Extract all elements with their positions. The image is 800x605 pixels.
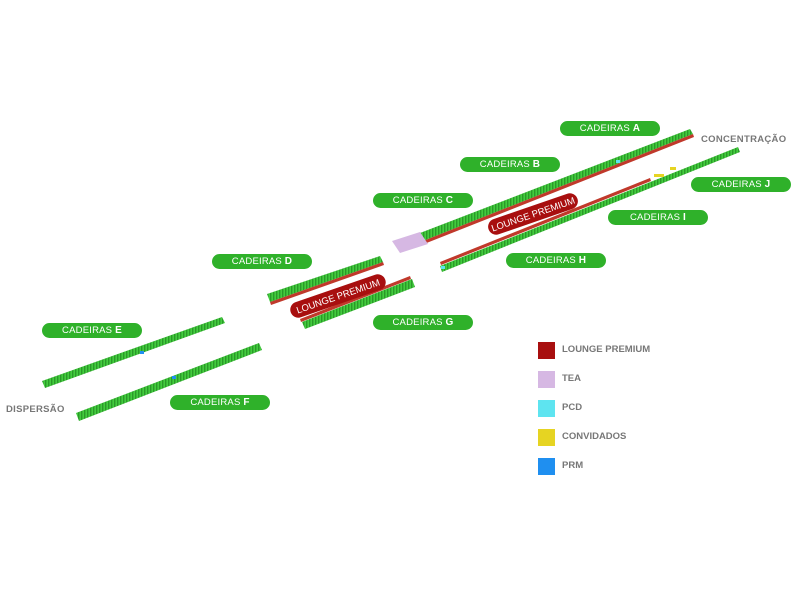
section-d-prefix: CADEIRAS (231, 256, 282, 267)
section-label-g[interactable]: CADEIRAS G (373, 315, 473, 330)
section-a-prefix: CADEIRAS (579, 123, 630, 134)
section-d-letter: D (284, 256, 293, 267)
section-label-b[interactable]: CADEIRAS B (460, 157, 560, 172)
section-label-d[interactable]: CADEIRAS D (212, 254, 312, 269)
stand-hij[interactable] (440, 147, 740, 272)
dispersal-label: DISPERSÃO (6, 404, 65, 415)
legend-label-tea: TEA (562, 373, 581, 384)
section-a-letter: A (632, 123, 641, 134)
section-f-prefix: CADEIRAS (190, 397, 241, 408)
section-label-i[interactable]: CADEIRAS I (608, 210, 708, 225)
legend-label-lounge-premium: LOUNGE PREMIUM (562, 344, 651, 355)
section-c-prefix: CADEIRAS (392, 195, 443, 206)
section-b-letter: B (532, 159, 541, 170)
pcd-marker-1 (616, 160, 620, 163)
stand-hij-lounge-strip (440, 178, 651, 265)
section-h-letter: H (578, 255, 587, 266)
legend-swatch-convidados (538, 429, 555, 446)
prm-marker-2 (172, 376, 176, 379)
section-f-letter: F (243, 397, 250, 408)
section-c-letter: C (445, 195, 454, 206)
legend-swatch-prm (538, 458, 555, 475)
prm-marker-1 (140, 351, 144, 354)
stand-d[interactable] (267, 256, 383, 302)
tea-area[interactable] (392, 232, 428, 253)
legend-swatch-pcd (538, 400, 555, 417)
guests-marker-2 (670, 167, 676, 170)
pcd-marker-2 (441, 266, 445, 269)
section-b-prefix: CADEIRAS (479, 159, 530, 170)
legend-label-pcd: PCD (562, 402, 583, 413)
section-label-c[interactable]: CADEIRAS C (373, 193, 473, 208)
section-h-prefix: CADEIRAS (525, 255, 576, 266)
section-label-f[interactable]: CADEIRAS F (170, 395, 270, 410)
stand-d-lounge-strip (270, 262, 384, 305)
section-i-letter: I (683, 212, 686, 223)
stand-e[interactable] (42, 317, 225, 388)
section-label-j[interactable]: CADEIRAS J (691, 177, 791, 192)
legend-label-convidados: CONVIDADOS (562, 431, 627, 442)
section-j-prefix: CADEIRAS (711, 179, 762, 190)
legend-swatch-lounge-premium (538, 342, 555, 359)
stand-f[interactable] (76, 343, 262, 421)
section-label-a[interactable]: CADEIRAS A (560, 121, 660, 136)
legend-swatch-tea (538, 371, 555, 388)
stand-abc-lounge-strip (423, 134, 694, 244)
section-j-letter: J (764, 179, 771, 190)
legend-label-prm: PRM (562, 460, 584, 471)
section-g-letter: G (445, 317, 454, 328)
section-e-letter: E (115, 325, 122, 336)
stand-abc[interactable] (420, 129, 693, 241)
concentration-label: CONCENTRAÇÃO (701, 134, 787, 145)
section-e-prefix: CADEIRAS (62, 325, 113, 336)
section-label-e[interactable]: CADEIRAS E (42, 323, 142, 338)
guests-marker-1 (654, 174, 664, 177)
section-g-prefix: CADEIRAS (392, 317, 443, 328)
stand-g[interactable] (302, 279, 415, 329)
section-label-h[interactable]: CADEIRAS H (506, 253, 606, 268)
section-i-prefix: CADEIRAS (630, 212, 681, 223)
